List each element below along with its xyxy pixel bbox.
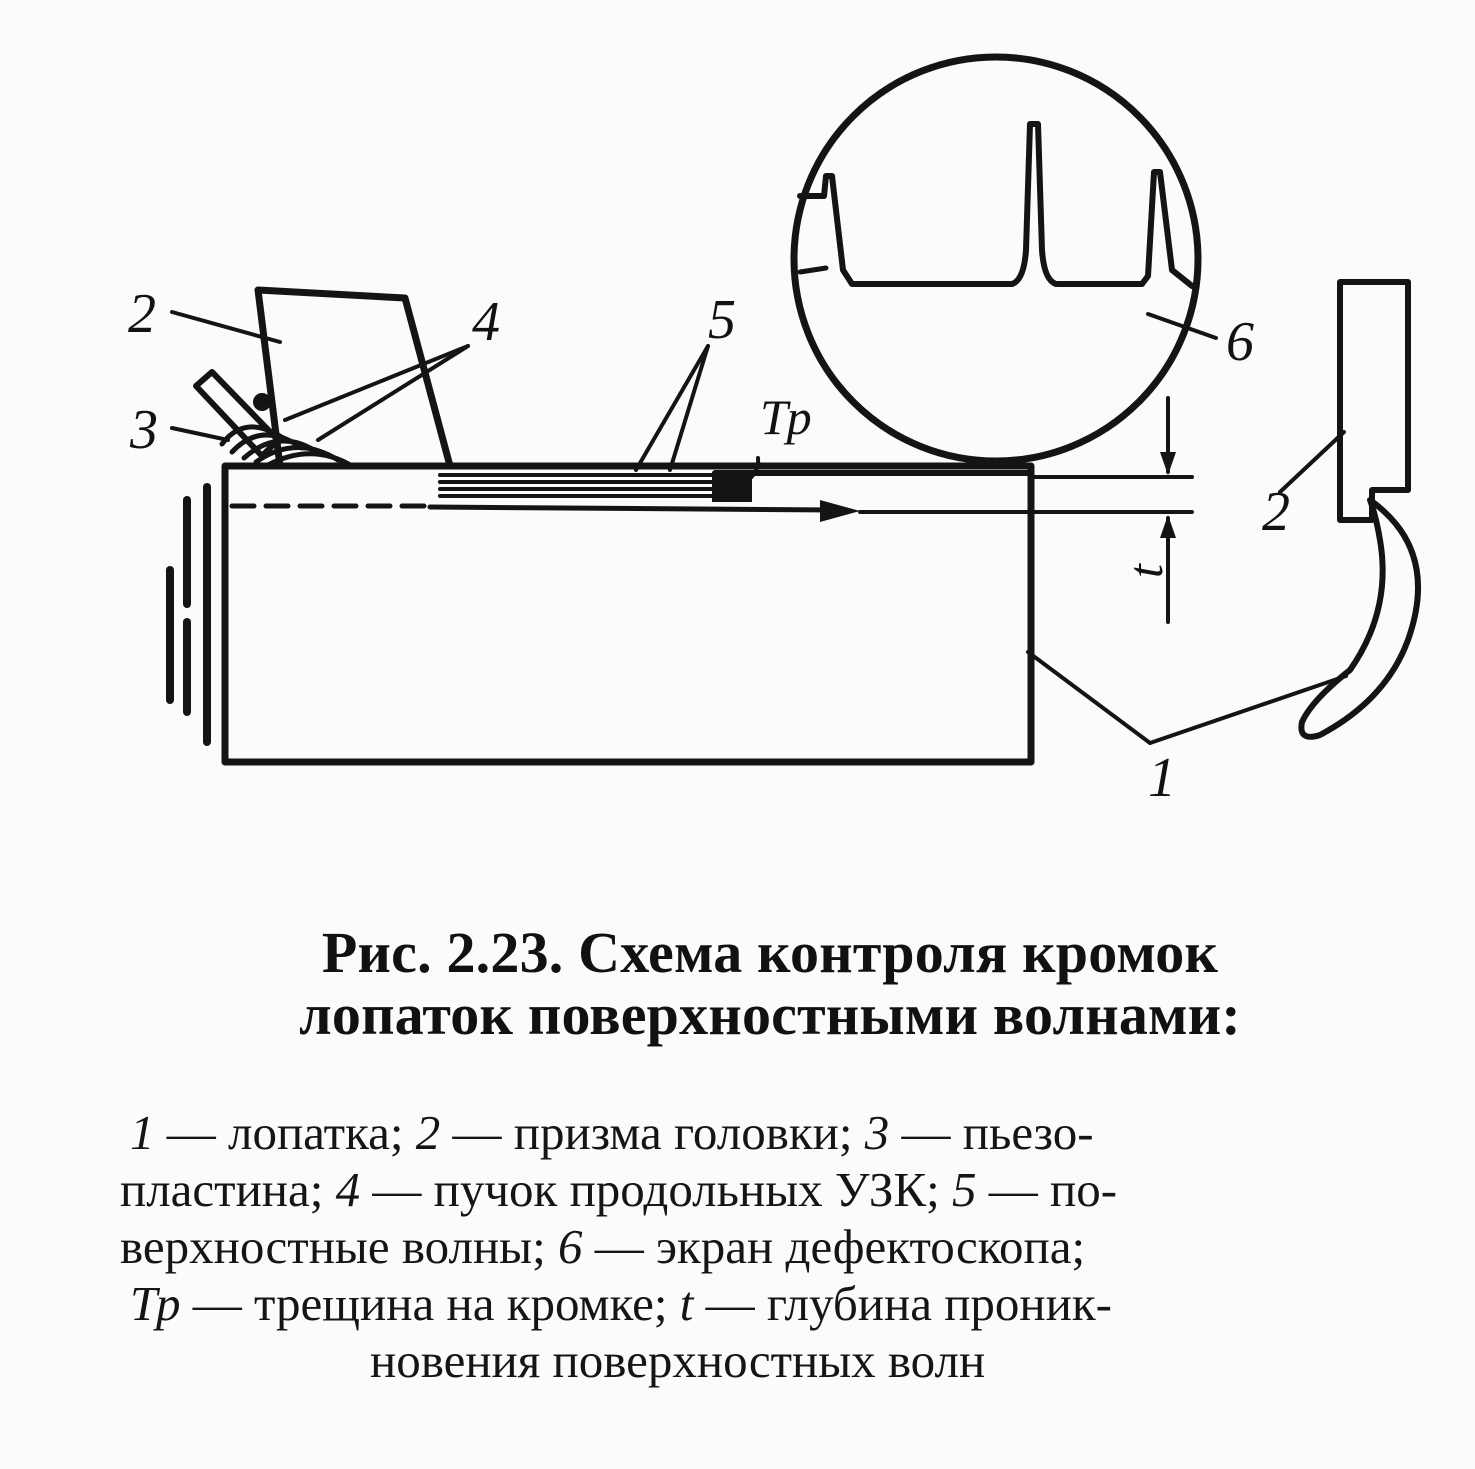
diagram-svg: 2 3 4 5 Тр 6 2 t 1	[128, 53, 1421, 809]
figure-title-line-1: Рис. 2.23. Схема контроля кромок	[321, 920, 1219, 985]
legend-key: Тр	[130, 1276, 181, 1331]
blade-profile	[1298, 497, 1421, 740]
label-prism-left: 2	[128, 283, 156, 345]
legend-text: — пучок продольных УЗК;	[360, 1162, 953, 1217]
legend-text: — призма головки;	[440, 1105, 865, 1160]
prism-right	[1337, 279, 1411, 523]
label-surface-waves: 5	[708, 289, 736, 351]
screen-trace	[797, 121, 1195, 289]
legend-key: 5	[952, 1162, 977, 1217]
legend-line-5: новения поверхностных волн	[120, 1332, 1420, 1389]
leader-lines	[170, 310, 1348, 745]
legend-line-3: верхностные волны; 6 — экран дефектоскоп…	[120, 1218, 1420, 1275]
prism-left	[254, 286, 454, 470]
piezo-contact	[253, 393, 271, 411]
inspection-diagram: 2 3 4 5 Тр 6 2 t 1	[128, 53, 1421, 809]
legend-text: верхностные волны;	[120, 1219, 558, 1274]
crack-mark	[712, 456, 761, 502]
label-crack: Тр	[760, 389, 812, 445]
label-longitudinal-beam: 4	[472, 291, 500, 353]
flaw-detector-screen	[790, 53, 1202, 465]
edge-hatching	[166, 483, 211, 746]
legend-text: пластина;	[120, 1162, 336, 1217]
figure-title-line-2: лопаток поверхностными волнами:	[299, 982, 1241, 1047]
legend-text: — экран дефектоскопа;	[582, 1219, 1086, 1274]
legend-text: — глубина проник-	[693, 1276, 1112, 1331]
screen-trace-base	[797, 265, 829, 275]
legend-key: 3	[864, 1105, 890, 1160]
legend-line-1: 1 — лопатка; 2 — призма головки; 3 — пье…	[120, 1104, 1420, 1161]
legend-key: 4	[335, 1162, 361, 1217]
label-piezo-plate: 3	[129, 399, 158, 461]
label-screen: 6	[1226, 311, 1254, 373]
longitudinal-beam	[219, 424, 355, 469]
legend-key: t	[679, 1276, 694, 1331]
legend-key: 6	[557, 1219, 583, 1274]
legend-text: — по-	[976, 1162, 1118, 1217]
figure-legend: 1 — лопатка; 2 — призма головки; 3 — пье…	[120, 1104, 1420, 1389]
beam-axis-solid	[427, 504, 838, 513]
label-prism-right: 2	[1262, 481, 1290, 543]
legend-text: — трещина на кромке;	[180, 1276, 680, 1331]
blade-body	[221, 462, 1035, 766]
legend-line-4: Тр — трещина на кромке; t — глубина прон…	[120, 1275, 1420, 1332]
label-blade: 1	[1148, 747, 1176, 809]
figure-title: Рис. 2.23. Схема контроля кромок лопаток…	[180, 922, 1360, 1046]
legend-text: — лопатка;	[154, 1105, 416, 1160]
legend-text: — пьезо-	[889, 1105, 1094, 1160]
surface-waves	[438, 470, 1034, 498]
legend-text: новения поверхностных волн	[370, 1333, 986, 1388]
legend-key: 1	[130, 1105, 155, 1160]
beam-arrow	[820, 500, 860, 522]
legend-line-2: пластина; 4 — пучок продольных УЗК; 5 — …	[120, 1161, 1420, 1218]
label-depth: t	[1117, 563, 1173, 578]
depth-dimension	[858, 396, 1194, 624]
legend-key: 2	[415, 1105, 441, 1160]
